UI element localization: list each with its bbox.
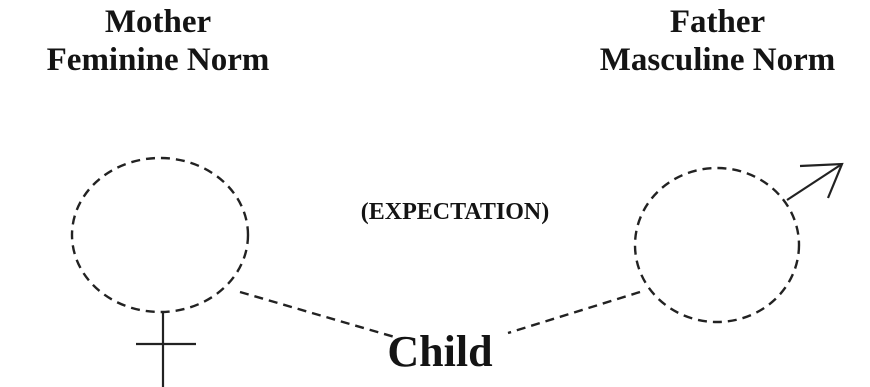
mother-to-child-connector bbox=[239, 290, 399, 340]
female-venus-icon bbox=[70, 156, 250, 387]
father-label: Father Masculine Norm bbox=[565, 4, 870, 80]
mother-label: Mother Feminine Norm bbox=[8, 4, 308, 80]
father-to-child-connector bbox=[507, 290, 641, 335]
mother-circle bbox=[70, 156, 250, 314]
expectation-label: (EXPECTATION) bbox=[360, 199, 550, 225]
father-circle bbox=[633, 166, 801, 324]
child-label: Child bbox=[387, 327, 493, 376]
mars-arrowhead bbox=[799, 162, 844, 199]
male-mars-icon bbox=[633, 162, 844, 324]
father-title: Father bbox=[669, 4, 766, 40]
mars-arrow-shaft bbox=[786, 163, 843, 201]
masculine-norm-title: Masculine Norm bbox=[599, 41, 836, 78]
mother-title: Mother bbox=[104, 4, 212, 40]
feminine-norm-title: Feminine Norm bbox=[46, 41, 270, 78]
